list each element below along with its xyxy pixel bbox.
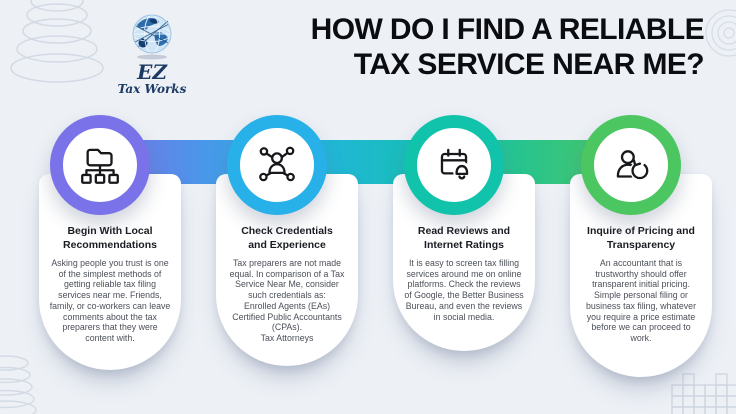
step2-title-line2: and Experience: [248, 239, 326, 251]
globe-logo-icon: [132, 14, 172, 60]
folder-hierarchy-icon: [81, 148, 119, 184]
person-refresh-icon: [616, 150, 650, 181]
coil-top-left-decoration: [10, 0, 104, 83]
coil-bottom-left-decoration: [0, 355, 37, 414]
step3-circle: [404, 115, 504, 215]
step2-title-line1: Check Credentials: [241, 225, 333, 237]
step2-card: Check Credentials and Experience Tax prep…: [216, 174, 358, 366]
concentric-circles-decoration: [705, 9, 736, 57]
brand-tagline: Tax Works: [117, 82, 187, 96]
step2-title: Check Credentials and Experience: [226, 224, 348, 252]
step1-title-line1: Begin With Local: [67, 225, 153, 237]
step1-circle: [50, 115, 150, 215]
step2-circle: [227, 115, 327, 215]
person-network-icon: [259, 146, 295, 182]
step2-description: Tax preparers are not made equal. In com…: [229, 258, 345, 343]
page-title-line2: TAX SERVICE NEAR ME?: [353, 48, 705, 81]
step4-title-line1: Inquire of Pricing and: [587, 225, 695, 237]
step4-circle: [581, 115, 681, 215]
step1-description: Asking people you trust is one of the si…: [49, 258, 171, 343]
square-grid-decoration: [671, 373, 736, 414]
step1-title-line2: Recommendations: [63, 239, 157, 251]
step3-description: It is easy to screen tax filling service…: [404, 258, 524, 322]
page-title-line1: HOW DO I FIND A RELIABLE: [310, 13, 705, 46]
step3-title-line1: Read Reviews and: [417, 225, 511, 237]
brand-logo: EZ Tax Works: [106, 12, 198, 96]
step4-description: An accountant that is trustworthy should…: [585, 258, 697, 343]
calendar-bell-icon: [440, 148, 471, 180]
step4-title-line2: Transparency: [606, 239, 676, 251]
step3-title-line2: Internet Ratings: [424, 239, 504, 251]
brand-name: EZ: [137, 60, 167, 84]
